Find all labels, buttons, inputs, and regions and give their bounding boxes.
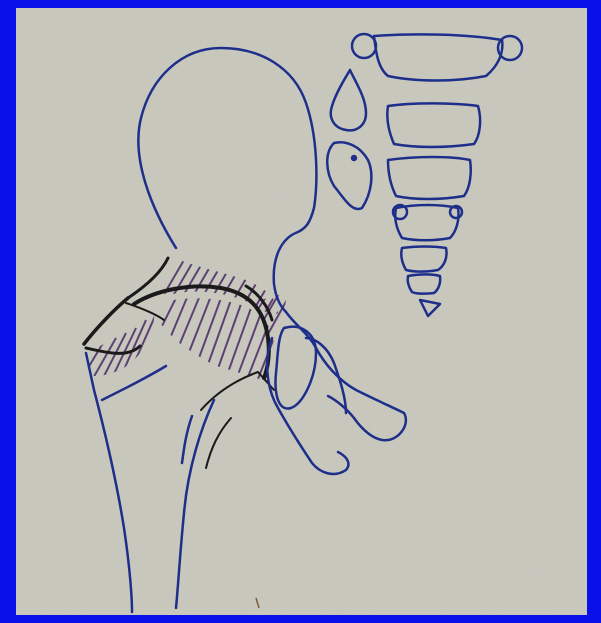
sketch-drawing	[16, 8, 587, 615]
sacral-dot	[352, 156, 356, 160]
paper-texture	[16, 8, 587, 615]
paper-sheet	[16, 8, 587, 615]
